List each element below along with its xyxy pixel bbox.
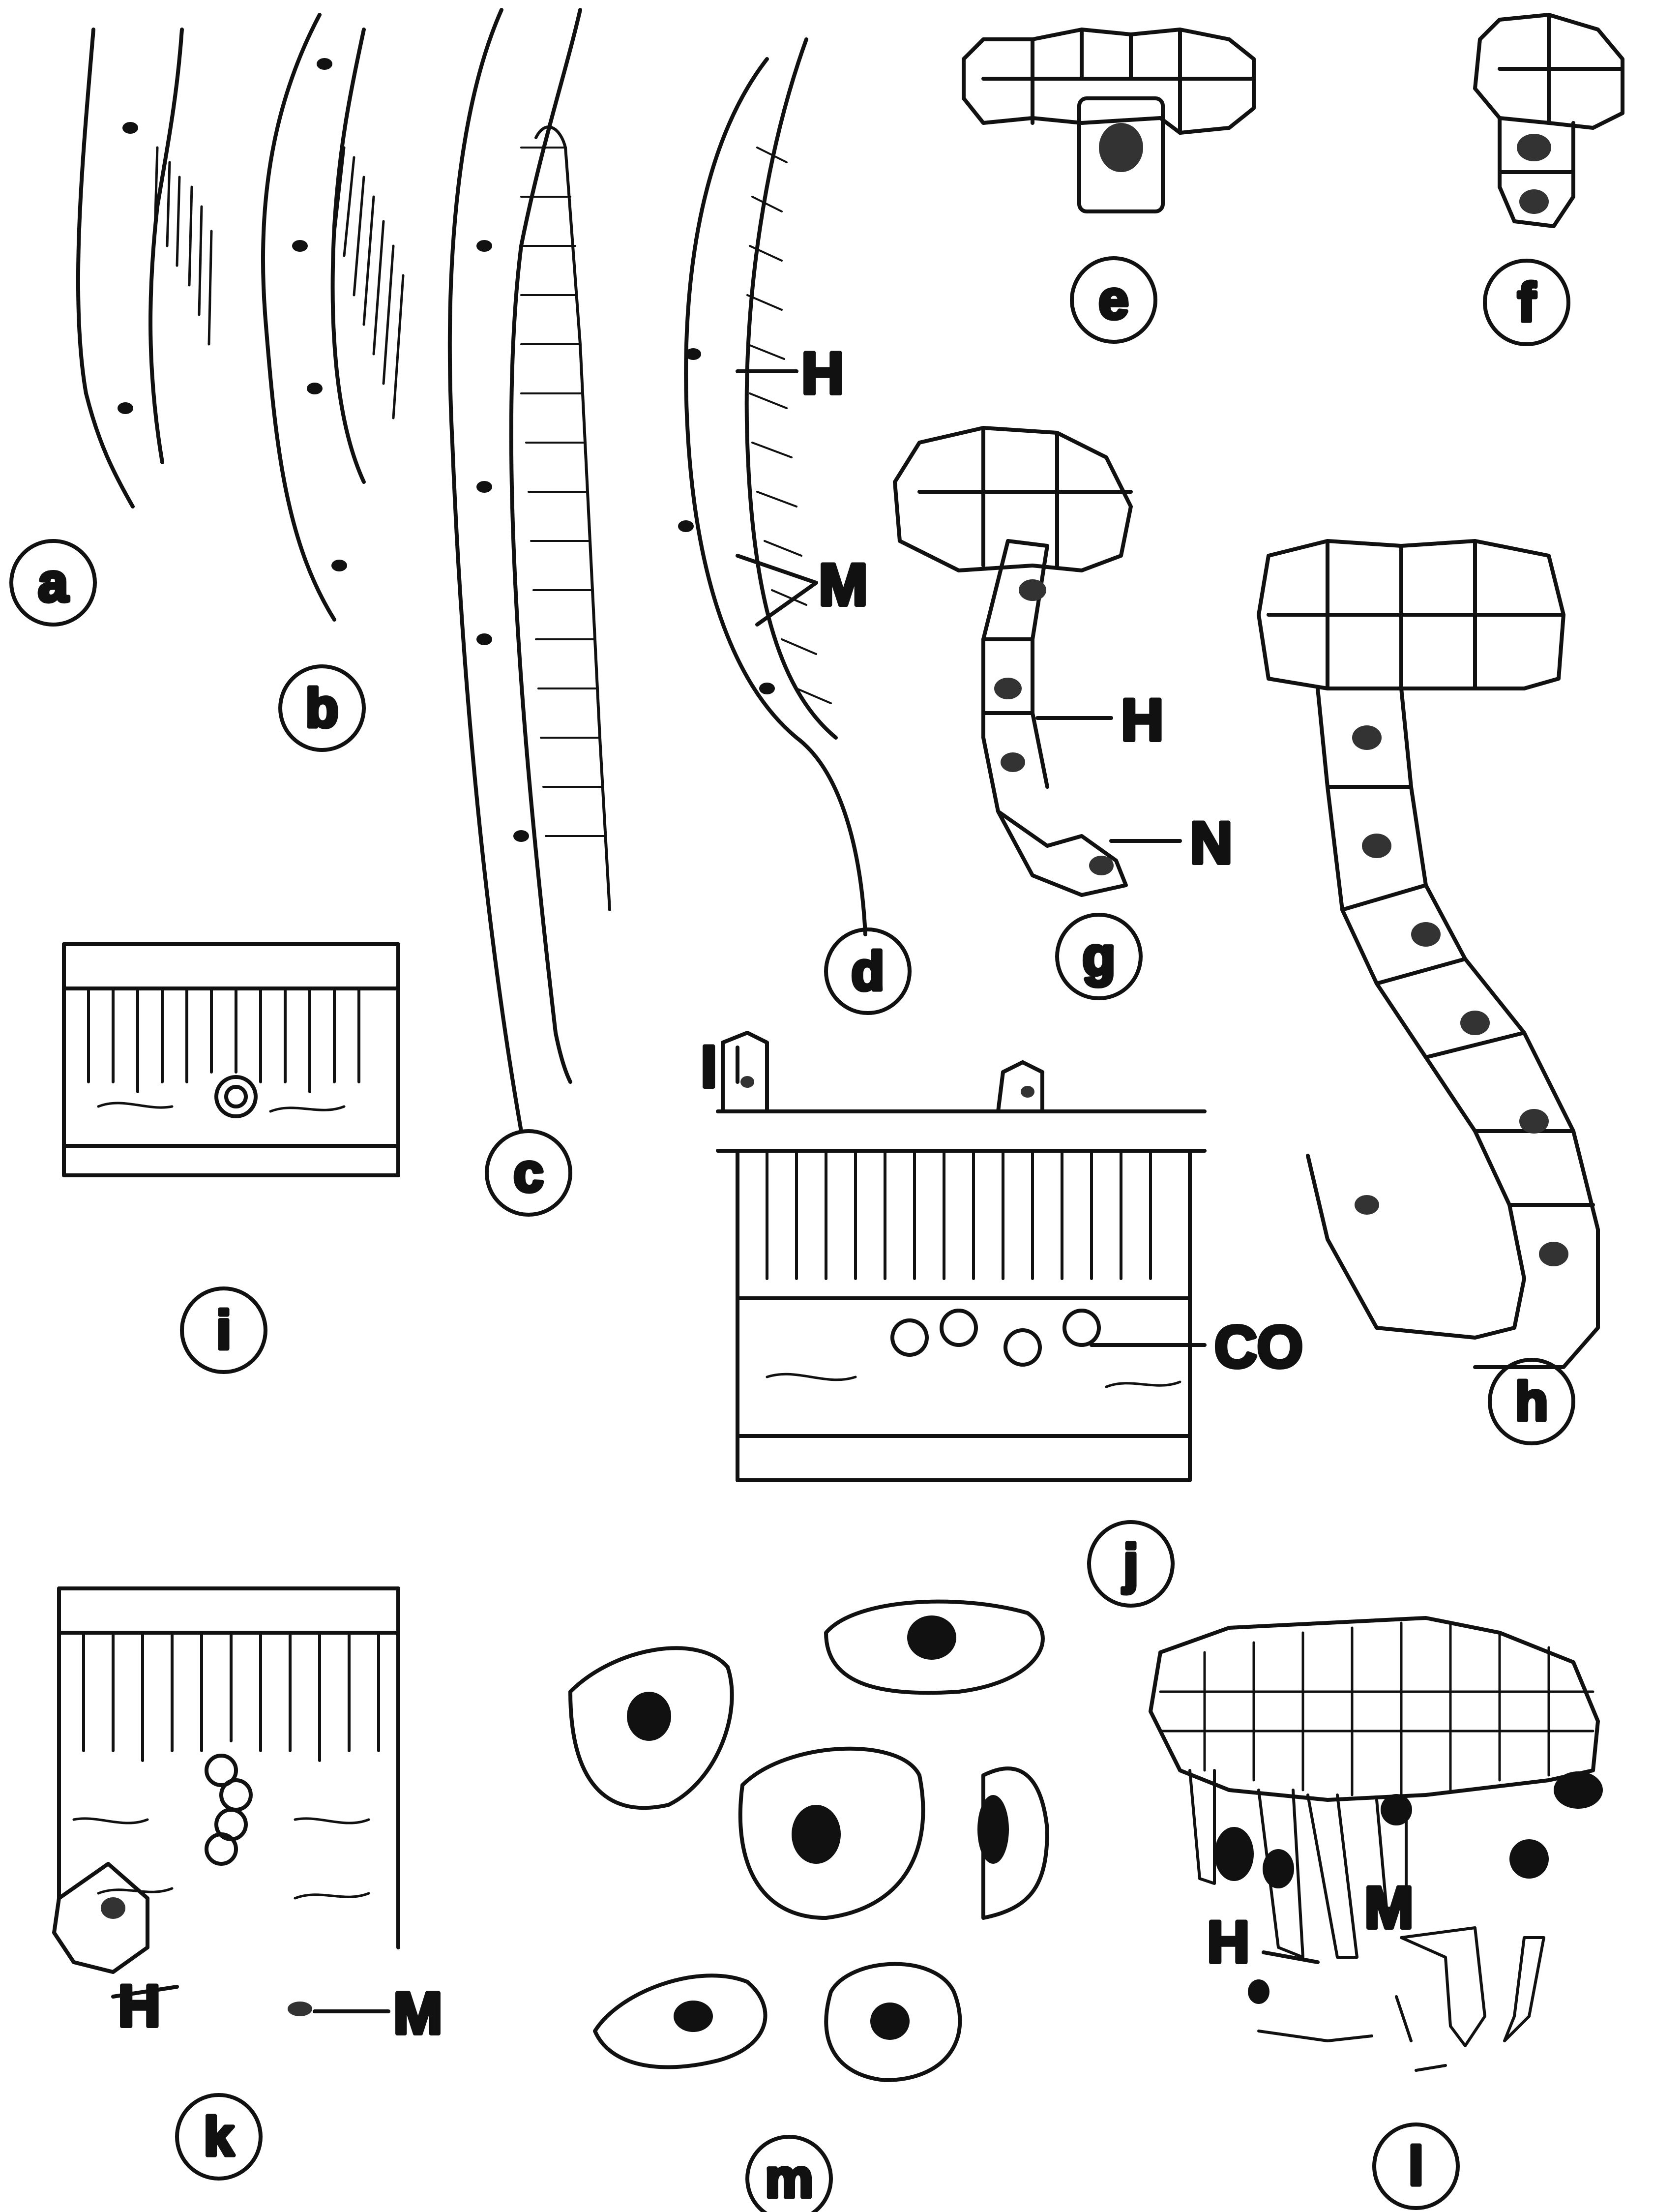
d-H-annotation: H bbox=[801, 340, 844, 406]
panel-h-label: h bbox=[1515, 1372, 1548, 1432]
panel-i-label: i bbox=[216, 1300, 232, 1361]
panel-k-label: k bbox=[204, 2107, 234, 2167]
panel-b-label: b bbox=[305, 678, 338, 739]
panel-h-drawing bbox=[1259, 541, 1598, 1367]
panel-f-label: f bbox=[1518, 272, 1536, 333]
panel-j-drawing bbox=[718, 1033, 1205, 1480]
panel-d-label: d bbox=[851, 941, 884, 1002]
panel-k-drawing bbox=[54, 1588, 398, 2016]
d-M-annotation: M bbox=[819, 552, 868, 618]
d-M-leader-1 bbox=[738, 556, 816, 583]
panel-m-drawing bbox=[570, 1602, 1047, 2080]
panel-b-drawing bbox=[263, 15, 403, 620]
panel-m-label: m bbox=[765, 2149, 813, 2209]
k-M-annotation: M bbox=[393, 1980, 443, 2046]
panel-j-label: j bbox=[1122, 1534, 1139, 1594]
k-H-annotation: H bbox=[118, 1973, 161, 2039]
panel-g-drawing bbox=[895, 428, 1131, 895]
l-H-annotation: H bbox=[1207, 1909, 1250, 1975]
panel-d-drawing bbox=[678, 39, 865, 934]
panel-e-drawing bbox=[964, 30, 1254, 211]
panel-f-drawing bbox=[1475, 15, 1623, 226]
j-CO-annotation: CO bbox=[1214, 1314, 1303, 1380]
g-H-annotation: H bbox=[1121, 687, 1164, 753]
panel-g-label: g bbox=[1082, 927, 1115, 987]
panel-c-drawing bbox=[450, 10, 610, 1131]
l-M-annotation: M bbox=[1364, 1875, 1414, 1941]
j-I-annotation: I bbox=[701, 1034, 717, 1100]
panel-i-drawing bbox=[64, 944, 398, 1175]
panel-l-drawing bbox=[1151, 1618, 1603, 2070]
panel-a-label: a bbox=[38, 553, 68, 613]
panel-a-drawing bbox=[78, 30, 211, 507]
panel-l-label: l bbox=[1409, 2136, 1424, 2197]
panel-e-label: e bbox=[1098, 270, 1128, 330]
g-N-annotation: N bbox=[1190, 810, 1233, 876]
panel-c-label: c bbox=[513, 1143, 543, 1203]
